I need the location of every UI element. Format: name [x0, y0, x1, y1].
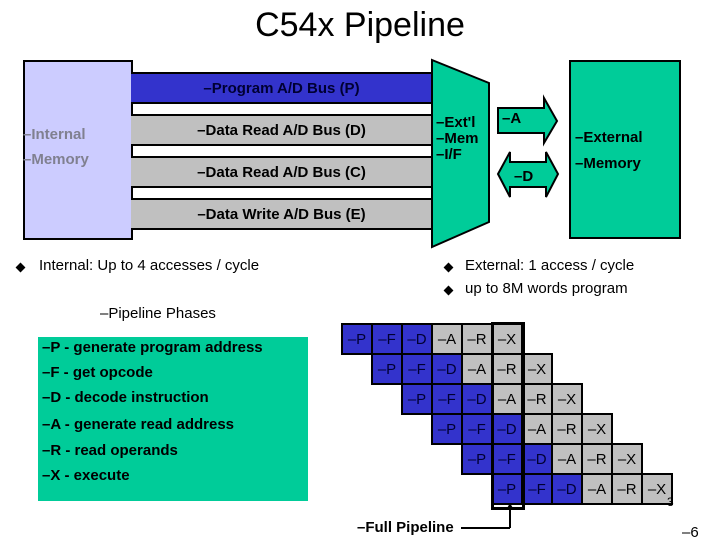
pipeline-cell-row3-r: –R [521, 383, 553, 415]
bullet-external: External: 1 access / cycle [465, 257, 635, 274]
phase-item-d: –D - decode instruction [42, 389, 209, 406]
pipeline-cell-row4-x: –X [581, 413, 613, 445]
external-memory-label-2: –Memory [575, 155, 641, 172]
bullet-program-words: up to 8M words program [465, 280, 628, 297]
pipeline-cell-row5-p: –P [461, 443, 493, 475]
address-arrow-label: –A [502, 110, 522, 127]
address-arrow [497, 94, 559, 147]
external-memory-label-1: –External [575, 129, 643, 146]
pipeline-cell-row4-a: –A [521, 413, 553, 445]
pipeline-cell-row5-d: –D [521, 443, 553, 475]
bullet-internal: Internal: Up to 4 accesses / cycle [39, 257, 260, 274]
data-read-bus-d: –Data Read A/D Bus (D) [131, 114, 432, 146]
data-write-bus-e: –Data Write A/D Bus (E) [131, 198, 432, 230]
program-bus: –Program A/D Bus (P) [131, 72, 432, 104]
pipeline-cell-row2-a: –A [461, 353, 493, 385]
pipeline-cell-row3-p: –P [401, 383, 433, 415]
pipeline-cell-row6-a: –A [581, 473, 613, 505]
external-memory-block: –External –Memory [569, 60, 681, 239]
pipeline-cell-row1-p: –P [341, 323, 373, 355]
pipeline-cell-row6-r: –R [611, 473, 643, 505]
pipeline-cell-row1-d: –D [401, 323, 433, 355]
program-bus-label: –Program A/D Bus (P) [203, 79, 360, 97]
pipeline-cell-row3-d: –D [461, 383, 493, 415]
data-read-bus-c-label: –Data Read A/D Bus (C) [197, 163, 366, 181]
slide-number: –6 [682, 524, 699, 541]
pipeline-cell-row4-d: –D [491, 413, 523, 445]
phase-item-x: –X - execute [42, 467, 130, 484]
pipeline-cell-row3-a: –A [491, 383, 523, 415]
pipeline-cell-row1-x: –X [491, 323, 523, 355]
external-interface-shape [431, 58, 490, 249]
interface-label: –Ext'l –Mem –I/F [436, 115, 479, 163]
pipeline-cell-row2-r: –R [491, 353, 523, 385]
phase-item-a: –A - generate read address [42, 416, 235, 433]
pipeline-cell-row2-p: –P [371, 353, 403, 385]
pipeline-cell-row5-f: –F [491, 443, 523, 475]
pipeline-cell-row4-f: –F [461, 413, 493, 445]
pipeline-cell-row5-x: –X [611, 443, 643, 475]
interface-label-1: –Ext'l [436, 114, 476, 131]
internal-memory-label-2: –Memory [23, 151, 89, 168]
small-number: 3 [667, 495, 674, 509]
data-write-bus-e-label: –Data Write A/D Bus (E) [197, 205, 366, 223]
pipeline-cell-row4-r: –R [551, 413, 583, 445]
phase-item-r: –R - read operands [42, 442, 178, 459]
data-double-arrow [496, 151, 560, 198]
pipeline-cell-row1-f: –F [371, 323, 403, 355]
pipeline-cell-row6-p: –P [491, 473, 523, 505]
phase-item-f: –F - get opcode [42, 364, 153, 381]
pipeline-cell-row5-a: –A [551, 443, 583, 475]
interface-label-3: –I/F [436, 146, 462, 163]
data-arrow-label: –D [514, 168, 534, 185]
pipeline-cell-row1-a: –A [431, 323, 463, 355]
phase-item-p: –P - generate program address [42, 339, 263, 356]
data-read-bus-c: –Data Read A/D Bus (C) [131, 156, 432, 188]
pipeline-phases-box: –P - generate program address –F - get o… [38, 337, 308, 501]
pipeline-cell-row3-x: –X [551, 383, 583, 415]
pipeline-cell-row5-r: –R [581, 443, 613, 475]
pipeline-cell-row6-f: –F [521, 473, 553, 505]
pipeline-cell-row2-f: –F [401, 353, 433, 385]
slide-title: C54x Pipeline [255, 6, 465, 44]
pipeline-cell-row6-x: –X [641, 473, 673, 505]
pipeline-cell-row6-d: –D [551, 473, 583, 505]
interface-label-2: –Mem [436, 130, 479, 147]
internal-memory-label-1: –Internal [23, 126, 86, 143]
pipeline-cell-row1-r: –R [461, 323, 493, 355]
data-read-bus-d-label: –Data Read A/D Bus (D) [197, 121, 366, 139]
pipeline-cell-row2-d: –D [431, 353, 463, 385]
pipeline-cell-row2-x: –X [521, 353, 553, 385]
pipeline-cell-row4-p: –P [431, 413, 463, 445]
pipeline-cell-row3-f: –F [431, 383, 463, 415]
internal-memory-block: –Internal –Memory [23, 60, 133, 240]
full-pipeline-label: –Full Pipeline [357, 519, 454, 536]
pipeline-phases-heading: –Pipeline Phases [100, 305, 216, 322]
